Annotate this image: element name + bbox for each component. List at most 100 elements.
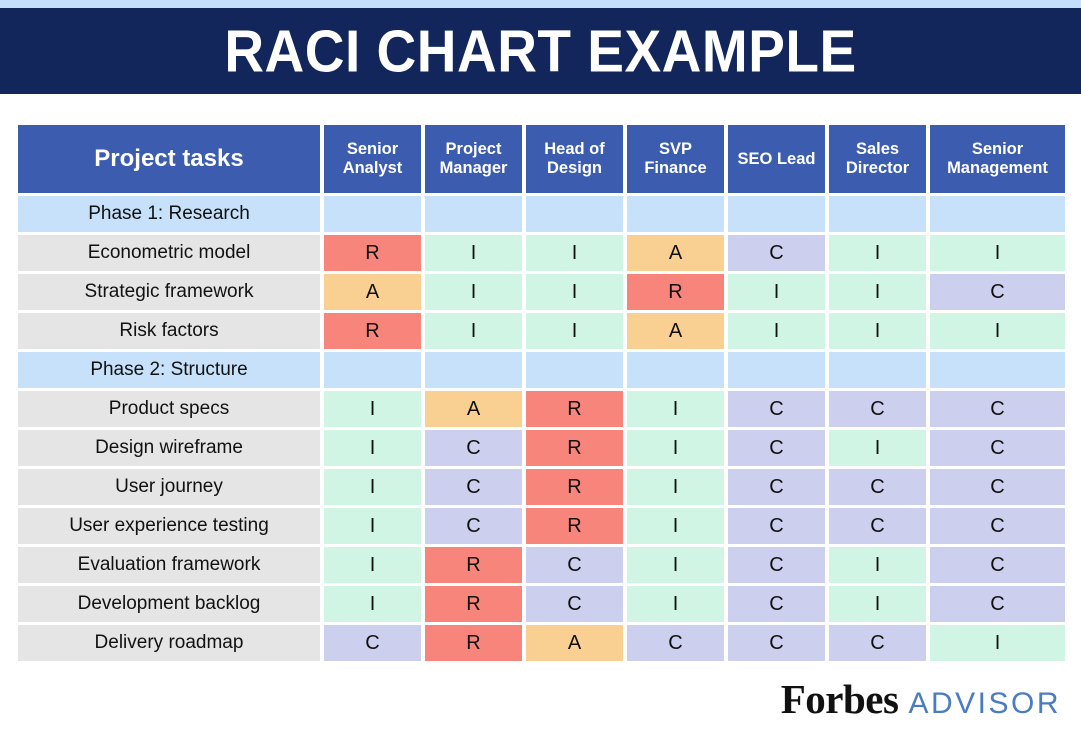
raci-cell: I <box>425 274 522 310</box>
raci-cell: I <box>324 430 421 466</box>
raci-cell: R <box>425 625 522 661</box>
phase-row-cell <box>526 196 623 232</box>
raci-cell: R <box>526 508 623 544</box>
raci-cell: C <box>930 469 1065 505</box>
raci-cell: I <box>324 508 421 544</box>
raci-cell: I <box>829 586 926 622</box>
raci-cell: R <box>425 547 522 583</box>
forbes-wordmark: Forbes <box>780 676 899 722</box>
task-label-product-specs: Product specs <box>18 391 320 427</box>
header-cell-senior-analyst: Senior Analyst <box>324 125 421 193</box>
header-cell-project-tasks: Project tasks <box>18 125 320 193</box>
phase-row-cell <box>829 196 926 232</box>
header-cell-sales-director: Sales Director <box>829 125 926 193</box>
raci-cell: C <box>930 547 1065 583</box>
raci-cell: A <box>526 625 623 661</box>
raci-cell: I <box>829 313 926 349</box>
raci-cell: A <box>627 313 724 349</box>
raci-cell: I <box>324 547 421 583</box>
raci-cell: C <box>728 235 825 271</box>
phase-row-cell <box>425 352 522 388</box>
raci-cell: I <box>829 274 926 310</box>
raci-cell: I <box>728 313 825 349</box>
raci-cell: C <box>829 469 926 505</box>
raci-cell: C <box>930 391 1065 427</box>
phase-row-cell <box>324 196 421 232</box>
raci-cell: C <box>728 625 825 661</box>
task-label-evaluation-framework: Evaluation framework <box>18 547 320 583</box>
raci-cell: A <box>324 274 421 310</box>
task-label-delivery-roadmap: Delivery roadmap <box>18 625 320 661</box>
raci-cell: C <box>425 469 522 505</box>
phase-label-phase-2-structure: Phase 2: Structure <box>18 352 320 388</box>
raci-cell: C <box>930 274 1065 310</box>
raci-cell: I <box>324 469 421 505</box>
raci-cell: C <box>627 625 724 661</box>
raci-cell: I <box>627 430 724 466</box>
header-cell-seo-lead: SEO Lead <box>728 125 825 193</box>
raci-cell: I <box>627 391 724 427</box>
raci-cell: C <box>728 430 825 466</box>
phase-row-cell <box>425 196 522 232</box>
task-label-design-wireframe: Design wireframe <box>18 430 320 466</box>
header-cell-senior-management: Senior Management <box>930 125 1065 193</box>
raci-cell: I <box>526 313 623 349</box>
raci-cell: C <box>829 508 926 544</box>
header-cell-project-manager: Project Manager <box>425 125 522 193</box>
footer-logo: Forbes ADVISOR <box>0 675 1061 723</box>
phase-row-cell <box>930 352 1065 388</box>
raci-cell: I <box>324 391 421 427</box>
raci-cell: I <box>728 274 825 310</box>
raci-cell: I <box>627 508 724 544</box>
raci-cell: C <box>425 508 522 544</box>
task-label-user-experience-testing: User experience testing <box>18 508 320 544</box>
raci-cell: I <box>627 547 724 583</box>
top-strip <box>0 0 1081 8</box>
raci-cell: C <box>425 430 522 466</box>
task-label-strategic-framework: Strategic framework <box>18 274 320 310</box>
phase-label-phase-1-research: Phase 1: Research <box>18 196 320 232</box>
raci-cell: I <box>425 313 522 349</box>
advisor-wordmark: ADVISOR <box>908 687 1061 720</box>
raci-cell: I <box>829 547 926 583</box>
raci-cell: R <box>324 313 421 349</box>
header-cell-head-of-design: Head of Design <box>526 125 623 193</box>
phase-row-cell <box>627 352 724 388</box>
phase-row-cell <box>324 352 421 388</box>
raci-cell: C <box>324 625 421 661</box>
raci-cell: C <box>728 547 825 583</box>
raci-cell: R <box>627 274 724 310</box>
raci-cell: C <box>829 391 926 427</box>
phase-row-cell <box>627 196 724 232</box>
raci-cell: I <box>930 235 1065 271</box>
task-label-econometric-model: Econometric model <box>18 235 320 271</box>
raci-cell: I <box>627 469 724 505</box>
raci-cell: C <box>526 586 623 622</box>
raci-cell: C <box>930 430 1065 466</box>
phase-row-cell <box>728 352 825 388</box>
raci-cell: A <box>425 391 522 427</box>
title-banner: RACI CHART EXAMPLE <box>0 8 1081 94</box>
raci-cell: R <box>425 586 522 622</box>
raci-cell: I <box>425 235 522 271</box>
raci-cell: R <box>526 391 623 427</box>
phase-row-cell <box>526 352 623 388</box>
raci-cell: I <box>930 313 1065 349</box>
raci-cell: C <box>728 508 825 544</box>
raci-cell: I <box>627 586 724 622</box>
task-label-user-journey: User journey <box>18 469 320 505</box>
task-label-risk-factors: Risk factors <box>18 313 320 349</box>
raci-cell: I <box>930 625 1065 661</box>
raci-cell: R <box>526 469 623 505</box>
raci-cell: R <box>324 235 421 271</box>
phase-row-cell <box>728 196 825 232</box>
page-title: RACI CHART EXAMPLE <box>224 17 857 85</box>
header-cell-svp-finance: SVP Finance <box>627 125 724 193</box>
raci-cell: I <box>829 235 926 271</box>
raci-cell: I <box>526 235 623 271</box>
raci-cell: C <box>728 469 825 505</box>
raci-cell: C <box>728 586 825 622</box>
raci-cell: C <box>930 586 1065 622</box>
